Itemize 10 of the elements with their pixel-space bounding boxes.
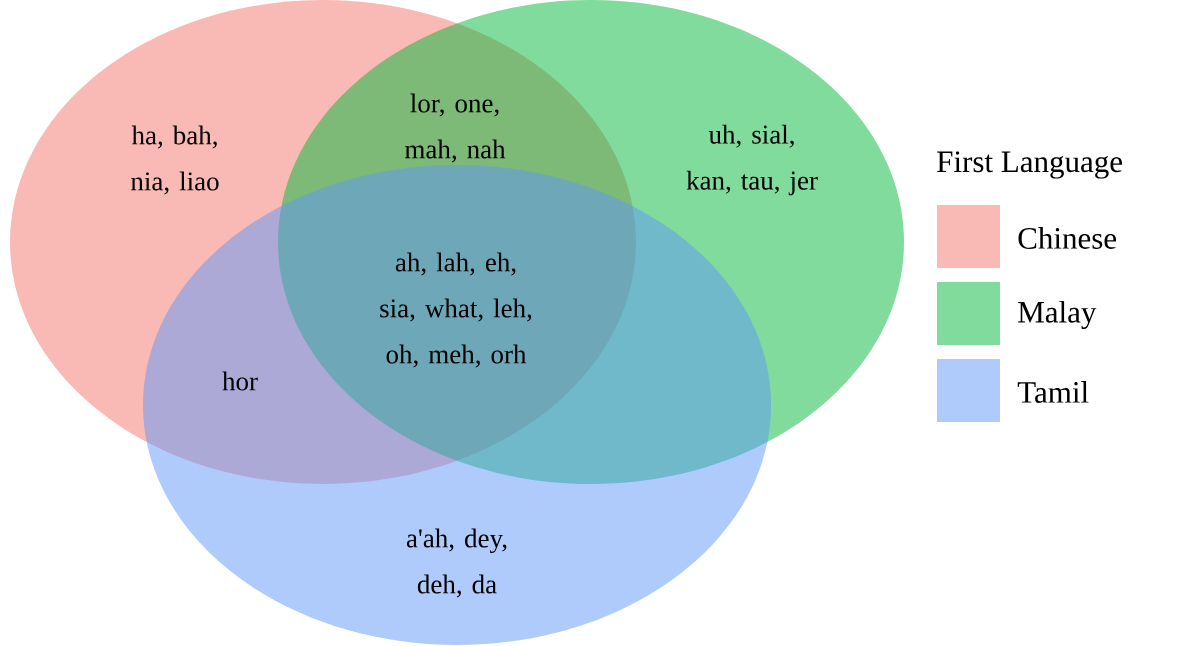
region-label: a'ah, dey, deh, da <box>406 528 507 598</box>
legend-title: First Language <box>937 151 1122 179</box>
legend-label: Chinese <box>1018 227 1116 249</box>
legend-label: Tamil <box>1017 381 1089 403</box>
region-label: ah, lah, eh, sia, what, leh, oh, meh, orh <box>380 252 532 368</box>
region-label: ha, bah, nia, liao <box>131 125 219 195</box>
region-label: hor <box>222 371 258 391</box>
legend-label: Malay <box>1018 300 1097 330</box>
region-label: lor, one, mah, nah <box>404 93 506 163</box>
region-label: uh, sial, kan, tau, jer <box>686 124 818 196</box>
